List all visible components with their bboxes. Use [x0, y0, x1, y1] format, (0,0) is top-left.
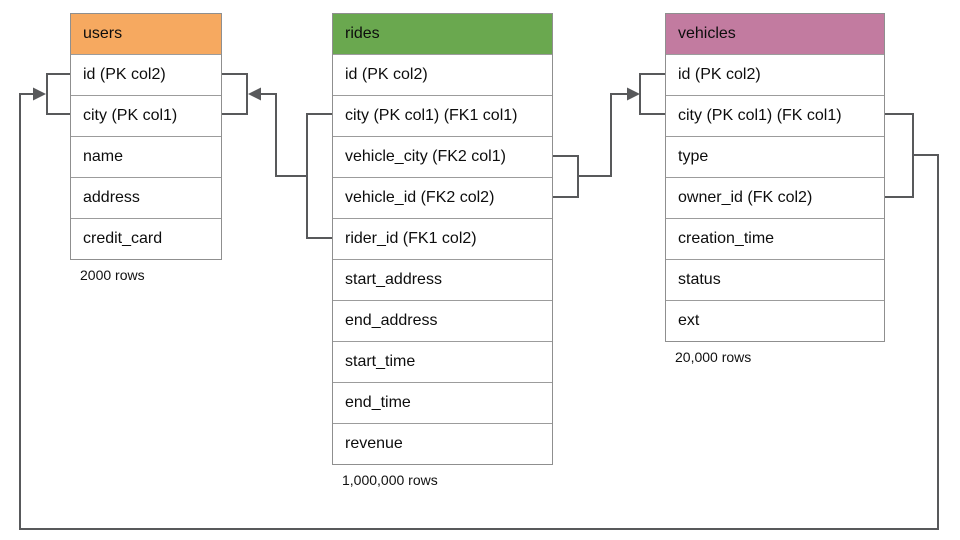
- rides-fk1-bracket-left: [306, 113, 332, 239]
- users-column-row: name: [71, 136, 221, 177]
- vehicles-table: vehicles id (PK col2)city (PK col1) (FK …: [665, 13, 885, 365]
- rides-column-row: end_time: [333, 382, 552, 423]
- users-row-count: 2000 rows: [80, 267, 145, 283]
- fk1-arrowhead: [248, 87, 261, 101]
- users-pk-bracket-left: [46, 73, 70, 115]
- vehicles-row-count: 20,000 rows: [675, 349, 752, 365]
- rides-table-header: rides: [333, 14, 552, 54]
- users-column-row: city (PK col1): [71, 95, 221, 136]
- users-pk-bracket-right: [222, 73, 248, 115]
- rides-table-columns: id (PK col2)city (PK col1) (FK1 col1)veh…: [333, 54, 552, 464]
- vehicles-column-row: id (PK col2): [666, 54, 884, 95]
- vehicles-column-row: ext: [666, 300, 884, 341]
- vehicles-column-row: creation_time: [666, 218, 884, 259]
- vehicles-column-row: status: [666, 259, 884, 300]
- rides-column-row: city (PK col1) (FK1 col1): [333, 95, 552, 136]
- users-column-row: address: [71, 177, 221, 218]
- users-table-header: users: [71, 14, 221, 54]
- fk2-arrowhead: [627, 87, 640, 101]
- vehicles-column-row: owner_id (FK col2): [666, 177, 884, 218]
- vehicles-column-row: type: [666, 136, 884, 177]
- fk1-connector-line: [260, 93, 307, 177]
- vehicles-table-header: vehicles: [666, 14, 884, 54]
- users-column-row: id (PK col2): [71, 54, 221, 95]
- vehicles-table-columns: id (PK col2)city (PK col1) (FK col1)type…: [666, 54, 884, 341]
- vehicles-pk-bracket-left: [639, 73, 665, 115]
- rides-column-row: start_address: [333, 259, 552, 300]
- rides-row-count: 1,000,000 rows: [342, 472, 438, 488]
- rides-table: rides id (PK col2)city (PK col1) (FK1 co…: [332, 13, 553, 488]
- rides-column-row: vehicle_id (FK2 col2): [333, 177, 552, 218]
- vehicles-fk-bracket-right: [885, 113, 914, 198]
- fk2-connector-line: [578, 93, 628, 177]
- vehicles-fk-arrowhead: [33, 87, 46, 101]
- vehicles-column-row: city (PK col1) (FK col1): [666, 95, 884, 136]
- users-column-row: credit_card: [71, 218, 221, 259]
- rides-column-row: start_time: [333, 341, 552, 382]
- rides-column-row: end_address: [333, 300, 552, 341]
- rides-column-row: revenue: [333, 423, 552, 464]
- rides-column-row: rider_id (FK1 col2): [333, 218, 552, 259]
- rides-column-row: vehicle_city (FK2 col1): [333, 136, 552, 177]
- rides-column-row: id (PK col2): [333, 54, 552, 95]
- rides-fk2-bracket-right: [553, 155, 579, 198]
